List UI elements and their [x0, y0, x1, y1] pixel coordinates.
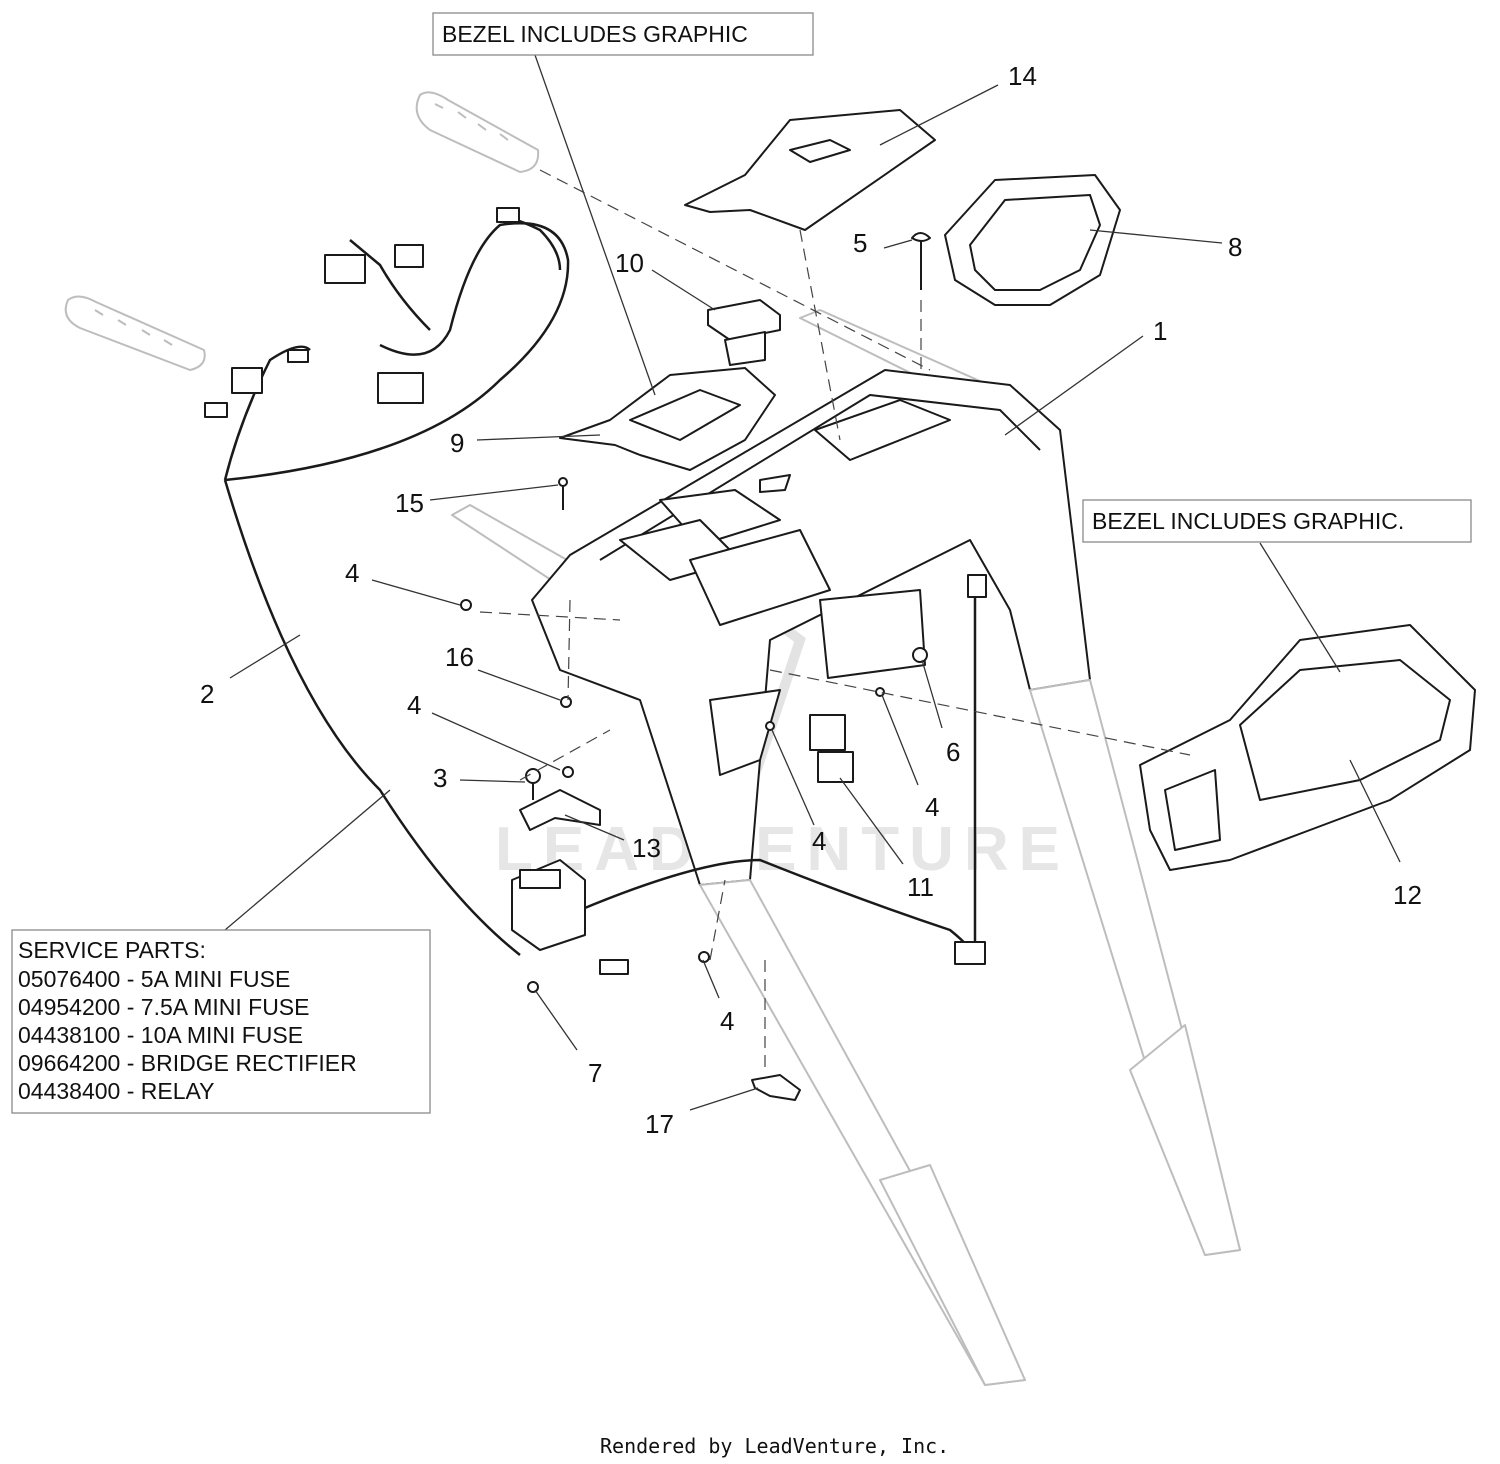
callout-4c: 4 — [720, 1006, 734, 1036]
service-part-item: 04438100 - 10A MINI FUSE — [18, 1022, 303, 1048]
callout-1: 1 — [1153, 316, 1167, 346]
bracket-part-13 — [511, 789, 601, 951]
alignment-lines — [479, 169, 1191, 1070]
footer-credit: Rendered by LeadVenture, Inc. — [600, 1434, 949, 1458]
callout-14: 14 — [1008, 61, 1037, 91]
callout-13: 13 — [632, 833, 661, 863]
bezel-part-8 — [944, 174, 1121, 306]
callout-4d: 4 — [812, 826, 826, 856]
service-part-item: 05076400 - 5A MINI FUSE — [18, 966, 290, 992]
bezel-part-12 — [1139, 624, 1476, 871]
callout-2: 2 — [200, 679, 214, 709]
note-bezel-right: BEZEL INCLUDES GRAPHIC. — [1082, 499, 1472, 543]
callout-17: 17 — [645, 1109, 674, 1139]
callout-9: 9 — [450, 428, 464, 458]
callout-16: 16 — [445, 642, 474, 672]
callout-4a: 4 — [345, 558, 359, 588]
callout-12: 12 — [1393, 880, 1422, 910]
callout-15: 15 — [395, 488, 424, 518]
callout-8: 8 — [1228, 232, 1242, 262]
service-part-item: 04954200 - 7.5A MINI FUSE — [18, 994, 310, 1020]
callout-4b: 4 — [407, 690, 421, 720]
note-bezel-top-text: BEZEL INCLUDES GRAPHIC — [442, 21, 748, 47]
callout-11: 11 — [907, 872, 934, 902]
callouts: 14 8 1 5 10 9 15 4 16 4 3 13 2 7 4 17 4 … — [200, 61, 1422, 1139]
wiring-harness-part-2 — [204, 207, 987, 975]
callout-3: 3 — [433, 763, 447, 793]
note-bezel-top: BEZEL INCLUDES GRAPHIC — [432, 12, 814, 56]
switch-part-10 — [707, 299, 781, 366]
callout-7: 7 — [588, 1058, 602, 1088]
service-part-item: 09664200 - BRIDGE RECTIFIER — [18, 1050, 357, 1076]
callout-4e: 4 — [925, 792, 939, 822]
lower-tubes — [699, 679, 1241, 1386]
console-part-1 — [531, 369, 1091, 886]
callout-6: 6 — [946, 737, 960, 767]
callout-5: 5 — [853, 228, 867, 258]
service-parts-title: SERVICE PARTS: — [18, 937, 206, 963]
watermark-text: LEADVENTURE — [495, 815, 1070, 884]
callout-10: 10 — [615, 248, 644, 278]
service-parts-box: SERVICE PARTS: 05076400 - 5A MINI FUSE 0… — [11, 929, 431, 1114]
leader-lines — [224, 54, 1401, 1111]
bezel-part-9 — [559, 367, 776, 471]
note-bezel-right-text: BEZEL INCLUDES GRAPHIC. — [1092, 508, 1404, 534]
top-cover-part-14 — [684, 109, 936, 231]
switch-part-11 — [809, 714, 854, 783]
service-part-item: 04438400 - RELAY — [18, 1078, 215, 1104]
